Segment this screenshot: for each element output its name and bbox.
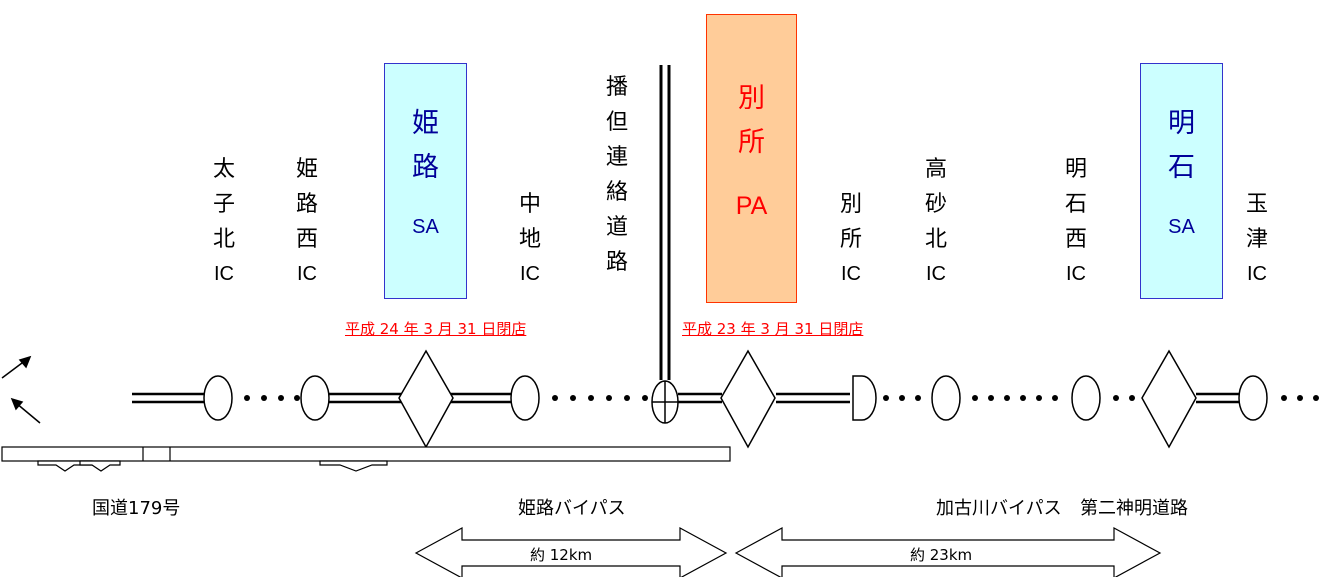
junction-road-line: [659, 65, 671, 380]
sa-box-akashi: 明 石 SA: [1140, 63, 1223, 299]
junction-symbol: [651, 380, 679, 424]
junction-char: 道: [605, 215, 628, 240]
ic-name-char: 路: [295, 192, 318, 217]
direction-arrows: [1, 355, 41, 424]
ic-label-taishikita: 太 子 北 IC: [204, 152, 244, 292]
junction-char: 絡: [605, 180, 628, 205]
ic-name-char: 北: [924, 227, 947, 252]
ic-code: IC: [926, 263, 946, 285]
junction-label: 播 但 連 絡 道 路: [597, 70, 637, 280]
ic-code: IC: [841, 263, 861, 285]
ic-label-himejinishi: 姫 路 西 IC: [287, 152, 327, 292]
ic-code: IC: [1247, 263, 1267, 285]
ic-code: IC: [214, 263, 234, 285]
sa-name-char: 明: [1168, 108, 1195, 139]
pa-code: PA: [735, 192, 768, 220]
sa-name-char: 路: [412, 152, 439, 183]
ic-code: IC: [297, 263, 317, 285]
distance-label-left: 約 12km: [530, 546, 593, 564]
road-label-himeji-bypass: 姫路バイパス: [518, 498, 626, 519]
pa-box-bessho: 別 所 PA: [706, 14, 797, 303]
ic-label-nakachi: 中 地 IC: [510, 187, 550, 292]
ic-name-char: 子: [212, 192, 235, 217]
highway-dotted-segments: [244, 395, 1319, 401]
national-route-bar: [1, 446, 731, 472]
ic-symbols: [203, 375, 1268, 421]
ic-name-char: 石: [1064, 192, 1087, 217]
ic-name-char: 高: [924, 157, 947, 182]
ic-name-char: 玉: [1245, 192, 1268, 217]
sa-code: SA: [412, 216, 439, 238]
junction-char: 路: [605, 250, 628, 275]
ic-name-char: 地: [518, 227, 541, 252]
ic-label-tamatsu: 玉 津 IC: [1237, 187, 1277, 292]
ic-name-char: 西: [295, 227, 318, 252]
ic-label-akashinishi: 明 石 西 IC: [1056, 152, 1096, 292]
pa-name-char: 所: [738, 127, 765, 158]
ic-code: IC: [520, 263, 540, 285]
ic-name-char: 北: [212, 227, 235, 252]
closure-note-bessho: 平成 23 年 3 月 31 日閉店: [682, 320, 864, 338]
highway-solid-segments: [132, 392, 1240, 404]
ic-name-char: 明: [1064, 157, 1087, 182]
junction-char: 連: [605, 145, 628, 170]
closure-note-himeji: 平成 24 年 3 月 31 日閉店: [345, 320, 527, 338]
ic-code: IC: [1066, 263, 1086, 285]
ic-label-takasagokita: 高 砂 北 IC: [916, 152, 956, 292]
road-label-kakogawa-bypass: 加古川バイパス: [936, 498, 1062, 519]
ic-name-char: 津: [1245, 227, 1268, 252]
junction-char: 但: [605, 110, 628, 135]
ic-name-char: 太: [212, 157, 235, 182]
ic-name-char: 所: [839, 227, 862, 252]
road-label-second-shinmei: 第二神明道路: [1080, 498, 1188, 519]
sa-box-himeji: 姫 路 SA: [384, 63, 467, 299]
sa-code: SA: [1168, 216, 1195, 238]
ic-name-char: 別: [839, 192, 862, 217]
ic-label-bessho: 別 所 IC: [831, 187, 871, 292]
sa-name-char: 石: [1168, 152, 1195, 183]
ic-name-char: 西: [1064, 227, 1087, 252]
pa-name-char: 別: [738, 83, 765, 114]
ic-name-char: 砂: [924, 192, 947, 217]
distance-label-right: 約 23km: [910, 546, 973, 564]
road-label-route179: 国道179号: [92, 498, 181, 519]
distance-arrows: [414, 526, 1162, 577]
ic-name-char: 中: [518, 192, 541, 217]
junction-char: 播: [605, 75, 628, 100]
sa-name-char: 姫: [412, 108, 439, 139]
ic-name-char: 姫: [295, 157, 318, 182]
